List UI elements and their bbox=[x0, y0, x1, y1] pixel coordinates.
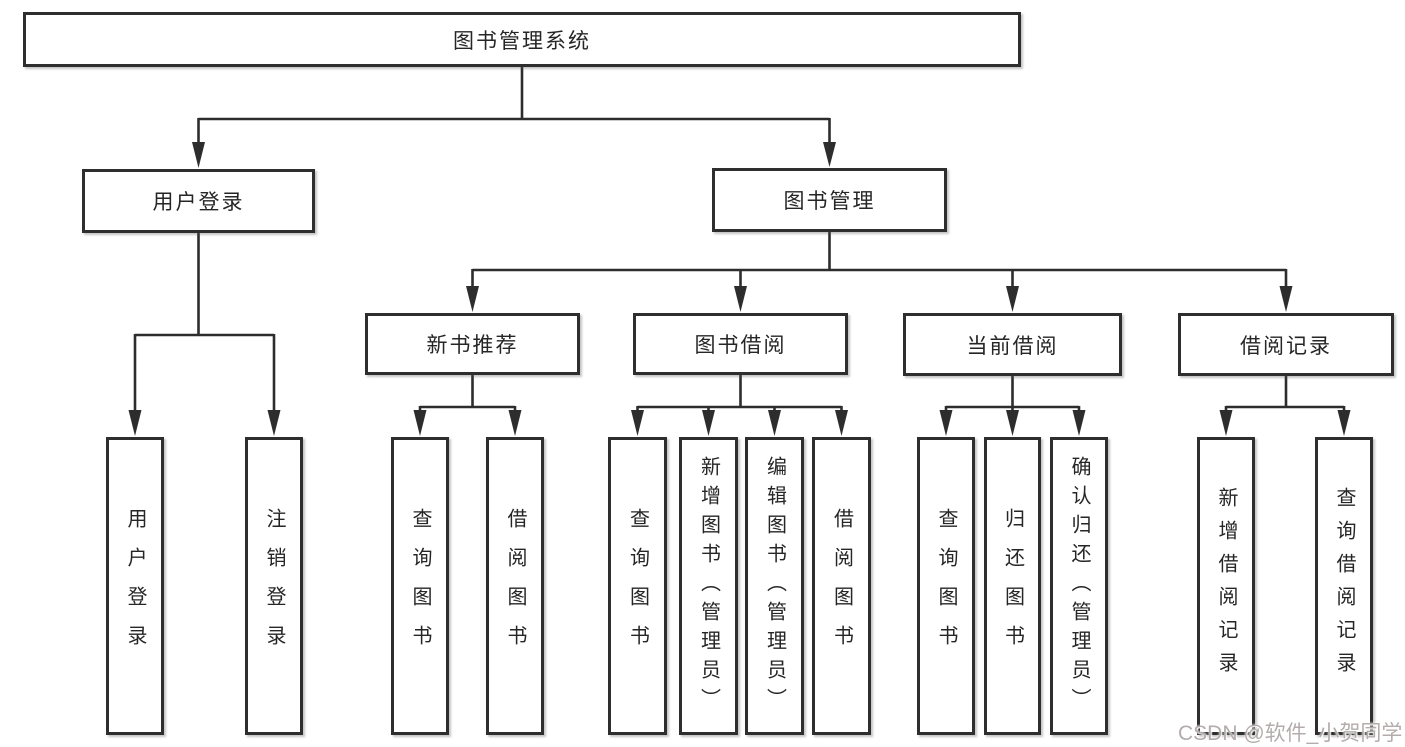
node-label: 查询图书 bbox=[935, 508, 957, 664]
node-label: 用户登录 bbox=[124, 508, 146, 664]
node-label: 新增借阅记录 bbox=[1215, 487, 1237, 685]
node-label: 借阅图书 bbox=[830, 508, 853, 664]
leaf-query-book: 查询图书 bbox=[391, 437, 449, 735]
arrow-down-icon bbox=[1337, 410, 1351, 436]
arrow-down-icon bbox=[939, 410, 953, 436]
node-root: 图书管理系统 bbox=[23, 12, 1021, 67]
node-label: 当前借阅 bbox=[966, 334, 1059, 358]
node-label: 图书借阅 bbox=[694, 334, 787, 357]
leaf-query-book: 查询图书 bbox=[917, 437, 975, 735]
connector-book-mgmt-to-level3 bbox=[466, 232, 1293, 312]
node-current-borrowing: 当前借阅 bbox=[903, 313, 1122, 376]
connector-book-borrow-to-leaves bbox=[631, 375, 848, 436]
node-book-management: 图书管理 bbox=[712, 168, 947, 232]
leaf-borrow-book: 借阅图书 bbox=[812, 437, 871, 735]
arrow-down-icon bbox=[413, 410, 427, 436]
arrow-down-icon bbox=[1279, 286, 1293, 312]
node-label: 新增图书（管理员） bbox=[697, 455, 720, 717]
node-label: 新书推荐 bbox=[426, 334, 519, 357]
node-user-login: 用户登录 bbox=[82, 169, 315, 233]
connector-user-login-to-leaves bbox=[128, 233, 281, 436]
arrow-down-icon bbox=[1072, 410, 1086, 436]
leaf-borrow-book: 借阅图书 bbox=[486, 437, 544, 735]
arrow-down-icon bbox=[1219, 410, 1233, 436]
connector-borrow-records-to-leaves bbox=[1219, 376, 1351, 436]
leaf-edit-book-admin: 编辑图书（管理员） bbox=[745, 437, 804, 735]
arrow-down-icon bbox=[823, 142, 836, 167]
leaf-user-login: 用户登录 bbox=[106, 437, 164, 735]
arrow-down-icon bbox=[702, 410, 715, 436]
node-label: 归还图书 bbox=[1001, 508, 1024, 664]
node-new-book-recommend: 新书推荐 bbox=[365, 313, 580, 375]
node-label: 图书管理 bbox=[783, 190, 876, 213]
leaf-return-book: 归还图书 bbox=[984, 437, 1041, 735]
arrow-down-icon bbox=[192, 142, 205, 168]
node-label: 用户登录 bbox=[152, 191, 245, 214]
arrow-down-icon bbox=[267, 410, 281, 436]
node-label: 确认归还（管理员） bbox=[1068, 455, 1090, 717]
connector-root-to-level2 bbox=[192, 67, 836, 168]
leaf-query-borrow-record: 查询借阅记录 bbox=[1315, 437, 1373, 735]
arrow-down-icon bbox=[768, 410, 781, 436]
arrow-down-icon bbox=[508, 410, 522, 436]
arrow-down-icon bbox=[466, 286, 479, 312]
leaf-query-book: 查询图书 bbox=[608, 437, 667, 735]
connector-new-book-to-leaves bbox=[413, 375, 522, 436]
node-label: 查询借阅记录 bbox=[1333, 487, 1355, 685]
csdn-watermark: CSDN @软件_小贺同学 bbox=[1178, 722, 1403, 745]
node-label: 借阅图书 bbox=[504, 508, 526, 664]
arrow-down-icon bbox=[1006, 286, 1019, 312]
arrow-down-icon bbox=[128, 410, 142, 436]
arrow-down-icon bbox=[734, 286, 747, 312]
node-label: 图书管理系统 bbox=[453, 29, 591, 53]
node-book-borrowing: 图书借阅 bbox=[633, 313, 848, 375]
node-borrowing-records: 借阅记录 bbox=[1178, 313, 1394, 376]
node-label: 查询图书 bbox=[409, 508, 431, 664]
leaf-add-book-admin: 新增图书（管理员） bbox=[679, 437, 738, 735]
node-label: 借阅记录 bbox=[1240, 334, 1332, 358]
arrow-down-icon bbox=[1006, 410, 1019, 436]
node-label: 查询图书 bbox=[626, 508, 649, 664]
leaf-add-borrow-record: 新增借阅记录 bbox=[1197, 437, 1255, 735]
leaf-confirm-return-admin: 确认归还（管理员） bbox=[1050, 437, 1108, 735]
leaf-logout: 注销登录 bbox=[245, 437, 303, 735]
arrow-down-icon bbox=[631, 410, 644, 436]
arrow-down-icon bbox=[835, 410, 848, 436]
node-label: 编辑图书（管理员） bbox=[763, 455, 786, 717]
connector-current-borrow-to-leaves bbox=[939, 376, 1086, 436]
node-label: 注销登录 bbox=[263, 508, 285, 664]
